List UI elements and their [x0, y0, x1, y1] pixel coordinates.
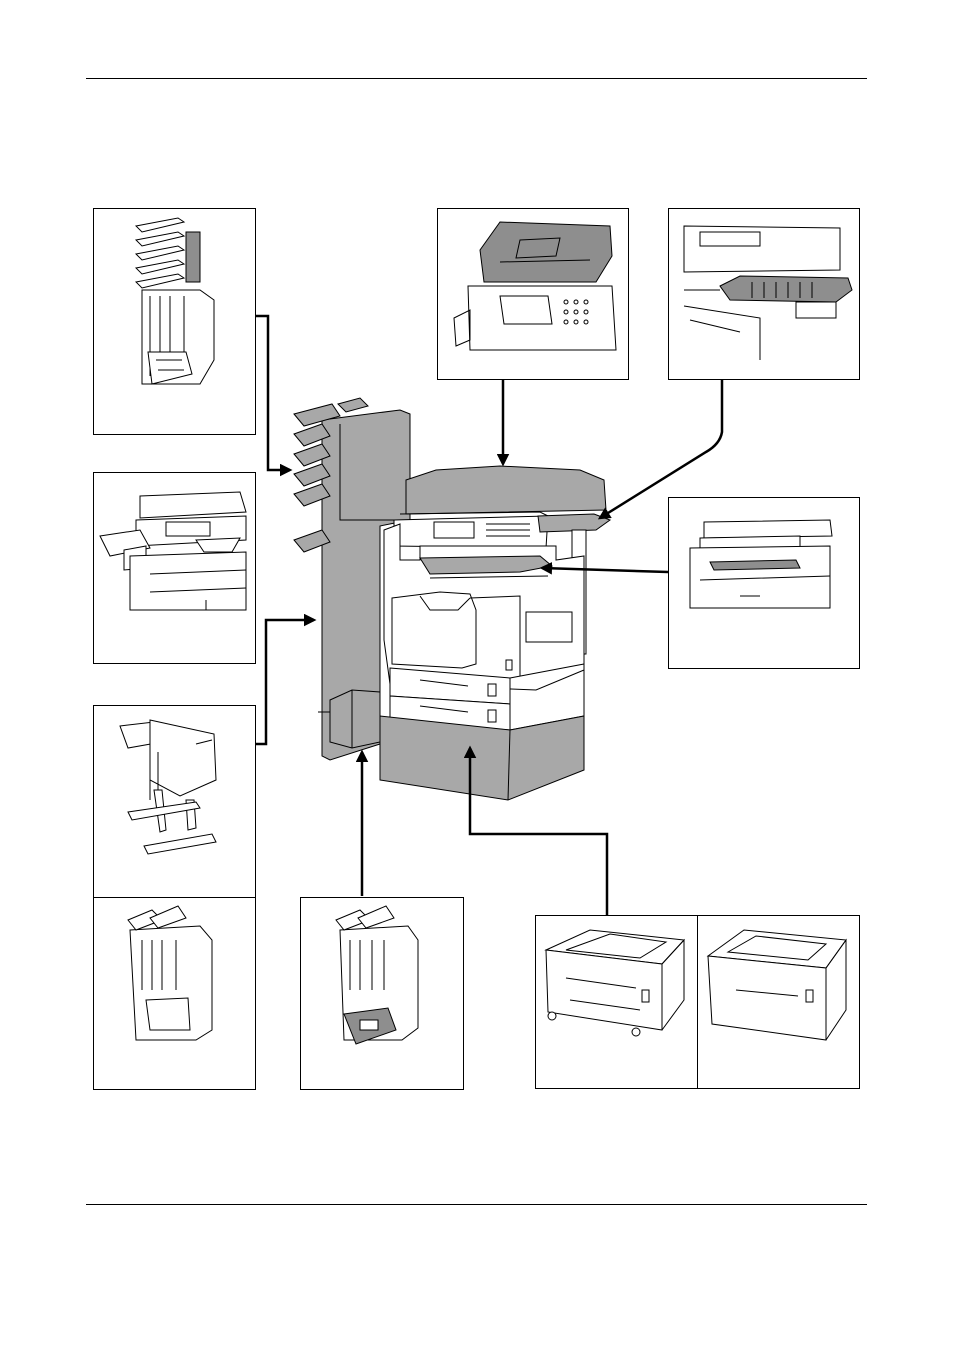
job-separator-illustration: [683, 225, 853, 360]
arrow-job-separator: [597, 380, 724, 520]
panel-mailbox-finisher: [93, 208, 256, 435]
finisher-punch-illustration: [335, 905, 419, 1045]
copier-inner-tray-illustration: [689, 519, 833, 609]
large-capacity-feeder-illustration: [706, 929, 847, 1041]
document-processor-illustration: [453, 221, 617, 351]
panel-inner-job-separator: [668, 497, 860, 669]
arrow-mailbox-to-finisher: [255, 314, 293, 477]
panel-finisher: [93, 897, 256, 1090]
panel-paper-feeder: [535, 915, 698, 1089]
connector-arrows: [255, 314, 724, 915]
paper-feeder-illustration: [544, 929, 686, 1037]
header-rule: [86, 78, 867, 79]
finisher-trays: [293, 397, 369, 553]
panel-job-separator: [668, 208, 860, 380]
arrow-inner-job-separator: [539, 562, 669, 575]
finisher-illustration: [127, 905, 213, 1041]
arrow-stand-finisher-to-machine: [255, 613, 317, 746]
main-machine: [293, 397, 612, 801]
finisher-stand-illustration: [119, 719, 217, 855]
panel-document-processor-finisher: [93, 472, 256, 664]
panel-finisher-stand: [93, 705, 256, 898]
arrow-paper-feeder: [463, 745, 609, 915]
footer-rule: [86, 1204, 867, 1205]
panel-finisher-punch: [300, 897, 464, 1090]
copier-with-finisher-illustration: [99, 491, 247, 611]
panel-large-capacity-feeder: [697, 915, 860, 1089]
panel-document-processor: [437, 208, 629, 380]
mailbox-finisher-illustration: [134, 217, 215, 385]
